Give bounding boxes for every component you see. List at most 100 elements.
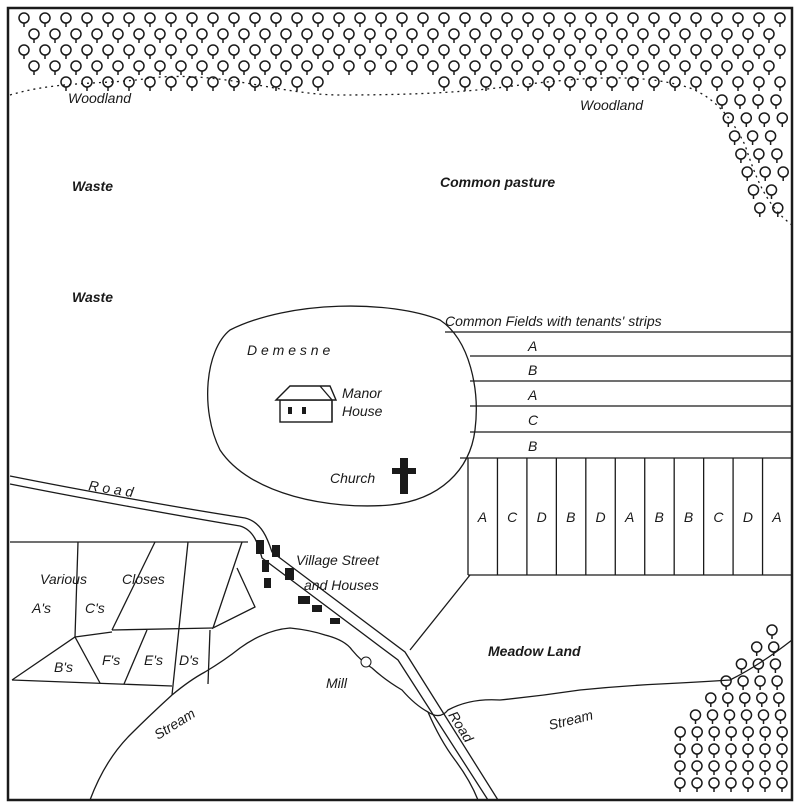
tree-icon — [154, 60, 166, 75]
tree-icon — [28, 60, 40, 75]
house-icon — [272, 545, 280, 557]
tree-icon — [165, 12, 177, 27]
tree-icon — [753, 12, 765, 27]
tree-icon — [70, 28, 82, 43]
horizontal-strip-label: B — [528, 362, 537, 378]
tree-icon — [740, 709, 753, 724]
tree-icon — [501, 76, 513, 91]
tree-icon — [711, 44, 723, 59]
tree-icon — [708, 760, 720, 775]
tree-icon — [228, 44, 240, 59]
tree-icon — [739, 692, 751, 707]
tree-icon — [616, 60, 628, 75]
tree-icon — [259, 28, 271, 43]
tree-icon — [742, 60, 754, 75]
tree-icon — [669, 76, 681, 91]
tree-icon — [228, 76, 240, 91]
tree-icon — [417, 12, 429, 27]
tree-icon — [753, 148, 765, 163]
tree-icon — [732, 12, 744, 27]
woodland-trees — [18, 12, 789, 792]
tree-icon — [674, 760, 686, 775]
tree-icon — [81, 12, 93, 27]
tree-icon — [658, 60, 670, 75]
tree-icon — [459, 76, 471, 91]
tree-icon — [196, 60, 208, 75]
tree-icon — [438, 44, 450, 59]
tree-icon — [186, 76, 198, 91]
tree-icon — [716, 94, 728, 109]
tree-icon — [564, 12, 576, 27]
tree-icon — [606, 12, 618, 27]
tree-icon — [396, 44, 408, 59]
tree-icon — [722, 692, 734, 707]
tree-icon — [144, 76, 156, 91]
tree-icon — [637, 28, 649, 43]
tree-icon — [102, 12, 114, 27]
tree-icon — [417, 44, 429, 59]
tree-icon — [333, 12, 345, 27]
church-cross-icon — [392, 458, 416, 494]
horizontal-strip-label: A — [527, 338, 537, 354]
tree-icon — [91, 60, 103, 75]
tree-icon — [679, 60, 691, 75]
tree-icon — [711, 12, 723, 27]
tree-icon — [648, 44, 660, 59]
tree-icon — [574, 28, 586, 43]
tree-icon — [249, 76, 261, 91]
tree-icon — [648, 12, 660, 27]
village-houses — [256, 540, 340, 624]
tree-icon — [741, 166, 753, 181]
tree-icon — [759, 726, 771, 741]
label-road-upper: R o a d — [88, 477, 136, 500]
tree-icon — [207, 12, 219, 27]
close-labels: A's C's B's F's E's D's — [31, 600, 199, 675]
tree-icon — [501, 44, 513, 59]
tree-icon — [469, 28, 481, 43]
vertical-strip-label: D — [743, 509, 753, 525]
label-waste-2: Waste — [72, 289, 113, 305]
tree-icon — [322, 28, 334, 43]
tree-icon — [522, 44, 534, 59]
tree-icon — [771, 675, 783, 690]
tree-icon — [774, 44, 786, 59]
tree-icon — [708, 743, 720, 758]
tree-icon — [385, 28, 397, 43]
tree-icon — [759, 777, 771, 792]
tree-icon — [217, 60, 229, 75]
tree-icon — [774, 709, 787, 724]
label-church: Church — [330, 470, 375, 486]
tree-icon — [776, 112, 789, 127]
tree-icon — [765, 184, 778, 199]
tree-icon — [759, 760, 771, 775]
tree-icon — [732, 44, 744, 59]
tree-icon — [438, 76, 450, 91]
tree-icon — [28, 28, 40, 43]
tree-icon — [737, 675, 749, 690]
tree-icon — [154, 28, 166, 43]
tree-icon — [270, 12, 282, 27]
tree-icon — [532, 28, 544, 43]
tree-icon — [725, 777, 737, 792]
tree-icon — [763, 60, 775, 75]
tree-icon — [553, 60, 565, 75]
stream — [89, 627, 793, 801]
tree-icon — [708, 726, 720, 741]
tree-icon — [480, 44, 492, 59]
tree-icon — [238, 60, 250, 75]
label-closes: Closes — [122, 571, 165, 587]
tree-icon — [249, 44, 261, 59]
tree-icon — [776, 760, 788, 775]
tree-icon — [669, 44, 681, 59]
tree-icon — [627, 44, 639, 59]
close-label: C's — [85, 600, 105, 616]
tree-icon — [259, 60, 271, 75]
house-icon — [256, 540, 264, 554]
tree-icon — [217, 28, 229, 43]
tree-icon — [427, 60, 439, 75]
tree-icon — [637, 60, 649, 75]
tree-icon — [165, 44, 177, 59]
tree-icon — [742, 743, 754, 758]
